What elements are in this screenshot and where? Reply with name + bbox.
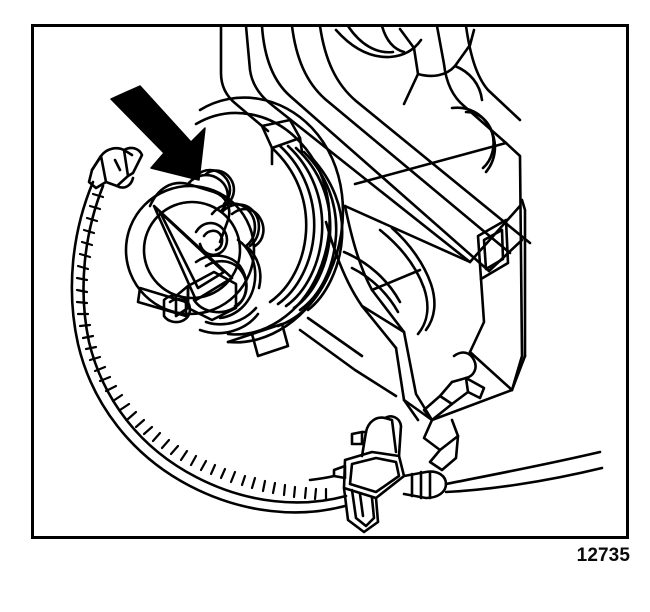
pointer-arrow	[110, 85, 206, 181]
mounting-tab	[422, 351, 486, 422]
tensioner-pulley	[124, 168, 265, 335]
bracket-slot	[476, 218, 510, 281]
drive-pulley	[194, 96, 345, 358]
hex-center-bolt	[162, 254, 248, 324]
figure-number-label: 12735	[576, 545, 630, 566]
engine-accessory-bracket	[219, 26, 532, 472]
conduit-end-connector	[87, 146, 144, 190]
lower-clip	[422, 418, 460, 472]
cable-run	[308, 450, 604, 494]
corrugated-conduit	[70, 180, 348, 514]
